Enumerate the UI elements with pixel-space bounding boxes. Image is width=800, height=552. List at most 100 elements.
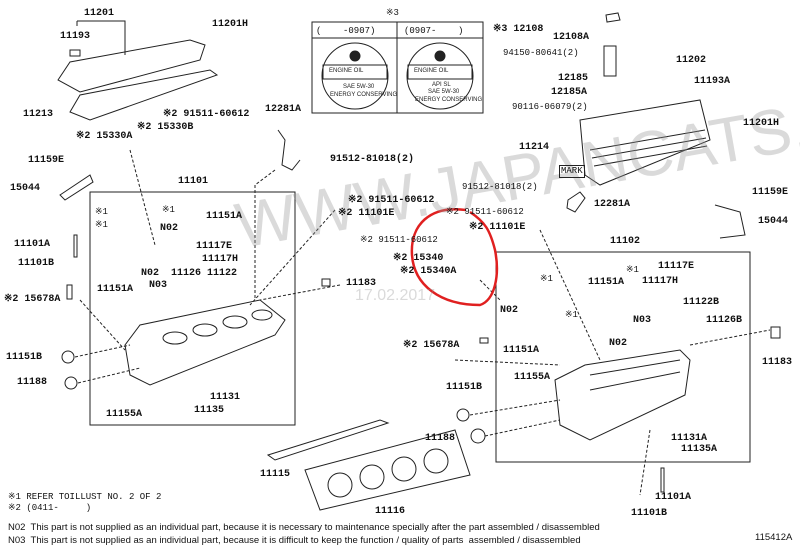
part-label[interactable]: 11135 <box>194 405 225 416</box>
part-label[interactable]: 11131A <box>671 433 708 444</box>
ref-mark: ※1 <box>540 274 553 284</box>
part-label[interactable]: 12108A <box>553 32 590 43</box>
part-label[interactable]: 11155A <box>106 409 143 420</box>
part-label[interactable]: 91512-81018(2) <box>330 154 415 165</box>
part-label[interactable]: 11101A <box>655 492 692 503</box>
part-label[interactable]: 11201 <box>84 8 115 19</box>
part-label[interactable]: ※2 15340A <box>400 266 457 277</box>
part-label[interactable]: 11159E <box>28 155 65 166</box>
part-label[interactable]: N02 <box>141 268 160 279</box>
part-label[interactable]: 11126 11122 <box>171 268 238 279</box>
cap-left-text: ENGINE OIL <box>329 68 364 74</box>
cap-right-text: ENGINE OIL <box>414 68 449 74</box>
part-label[interactable]: 11122B <box>683 297 720 308</box>
note-n03: N03 This part is not supplied as an indi… <box>8 535 581 546</box>
part-label[interactable]: N02 <box>500 305 519 316</box>
watermark-date: 17.02.2017 <box>355 287 436 304</box>
part-label[interactable]: 11117E <box>196 241 233 252</box>
part-label[interactable]: ※2 11101E <box>338 208 395 219</box>
part-label[interactable]: 11117H <box>202 254 239 265</box>
part-label[interactable]: 11201H <box>212 19 249 30</box>
part-label[interactable]: N03 <box>149 280 168 291</box>
part-label[interactable]: 11193A <box>694 76 731 87</box>
ref-mark: ※1 <box>162 205 175 215</box>
part-label[interactable]: 12185 <box>558 73 589 84</box>
part-label[interactable]: ※2 15678A <box>4 294 61 305</box>
part-label[interactable]: N02 <box>160 223 179 234</box>
part-label[interactable]: N03 <box>633 315 652 326</box>
cylinder-head-right-icon <box>554 349 691 441</box>
footnote-2: ※2 (0411- ) <box>8 503 92 513</box>
part-label[interactable]: 11159E <box>752 187 789 198</box>
part-label[interactable]: ※2 91511-60612 <box>446 207 524 217</box>
part-label[interactable]: 11188 <box>425 433 456 444</box>
part-label[interactable]: ※2 15330A <box>76 131 133 142</box>
bracket-12281a-icon <box>277 129 301 171</box>
ref-mark: ※1 <box>565 310 578 320</box>
part-label[interactable]: 11213 <box>23 109 54 120</box>
part-label[interactable]: 11183 <box>762 357 793 368</box>
cap-right-header: (0907- ) <box>404 26 464 36</box>
part-label[interactable]: 11151B <box>446 382 483 393</box>
part-label[interactable]: 11101 <box>178 176 209 187</box>
part-label[interactable]: ※2 91511-60612 <box>163 109 250 120</box>
part-label[interactable]: 11202 <box>676 55 707 66</box>
part-label[interactable]: 11115 <box>260 469 291 480</box>
part-label[interactable]: 11193 <box>60 31 91 42</box>
part-label[interactable]: 12185A <box>551 87 588 98</box>
part-label[interactable]: N02 <box>609 338 628 349</box>
tube-15044-icon <box>59 174 94 201</box>
part-label[interactable]: 11101A <box>14 239 51 250</box>
plug-11188-icon <box>64 376 78 390</box>
part-label[interactable]: 11101B <box>18 258 55 269</box>
note-n02: N02 This part is not supplied as an indi… <box>8 522 600 533</box>
part-label[interactable]: ※2 11101E <box>469 222 526 233</box>
part-label[interactable]: 12281A <box>594 199 631 210</box>
part-label[interactable]: 91512-81018(2) <box>462 182 538 192</box>
part-label[interactable]: ※2 15340 <box>393 253 444 264</box>
cap-left-header: ( -0907) <box>316 26 376 36</box>
part-label[interactable]: ※3 12108 <box>493 24 544 35</box>
part-label[interactable]: 11102 <box>610 236 641 247</box>
part-label[interactable]: 11151A <box>206 211 243 222</box>
ref-mark: ※1 <box>95 207 108 217</box>
oil-cap-box <box>311 21 484 114</box>
part-label[interactable]: 11117H <box>642 276 679 287</box>
illustration-id: 115412A <box>755 532 793 543</box>
part-label[interactable]: 11151B <box>6 352 43 363</box>
cap-right-energy: ENERGY CONSERVING <box>415 97 483 103</box>
part-label[interactable]: 11135A <box>681 444 718 455</box>
part-label[interactable]: 15044 <box>10 183 41 194</box>
gasket-11115-icon <box>266 419 390 461</box>
part-label[interactable]: 15044 <box>758 216 789 227</box>
part-label[interactable]: 94150-80641(2) <box>503 48 579 58</box>
part-label[interactable]: 11214 <box>519 142 550 153</box>
oil-cap-left-icon <box>321 42 389 110</box>
part-label[interactable]: 11101B <box>631 508 668 519</box>
cap-left-energy: ENERGY CONSERVING <box>330 92 398 98</box>
footnote-1: ※1 REFER TOILLUST NO. 2 OF 2 <box>8 492 162 502</box>
part-label[interactable]: 12281A <box>265 104 302 115</box>
part-label[interactable]: 11151A <box>503 345 540 356</box>
oil-cap-right-icon <box>406 42 474 110</box>
part-label[interactable]: 11116 <box>375 506 406 517</box>
part-label[interactable]: 11117E <box>658 261 695 272</box>
ref-mark: ※1 <box>626 265 639 275</box>
part-label[interactable]: 11183 <box>346 278 377 289</box>
part-label[interactable]: 11188 <box>17 377 48 388</box>
cylinder-head-left-icon <box>124 299 286 386</box>
part-label[interactable]: 11131 <box>210 392 241 403</box>
part-label[interactable]: ※2 91511-60612 <box>348 195 435 206</box>
highlight-circle <box>410 207 499 307</box>
part-label[interactable]: 90116-06079(2) <box>512 102 588 112</box>
part-label[interactable]: 11155A <box>514 372 551 383</box>
part-label[interactable]: ※2 15330B <box>137 122 194 133</box>
part-label[interactable]: 11151A <box>588 277 625 288</box>
part-label[interactable]: 11201H <box>743 118 780 129</box>
ref-mark: ※1 <box>95 220 108 230</box>
part-label[interactable]: 11126B <box>706 315 743 326</box>
part-label[interactable]: ※2 91511-60612 <box>360 235 438 245</box>
part-label[interactable]: ※2 15678A <box>403 340 460 351</box>
part-label[interactable]: 11151A <box>97 284 134 295</box>
